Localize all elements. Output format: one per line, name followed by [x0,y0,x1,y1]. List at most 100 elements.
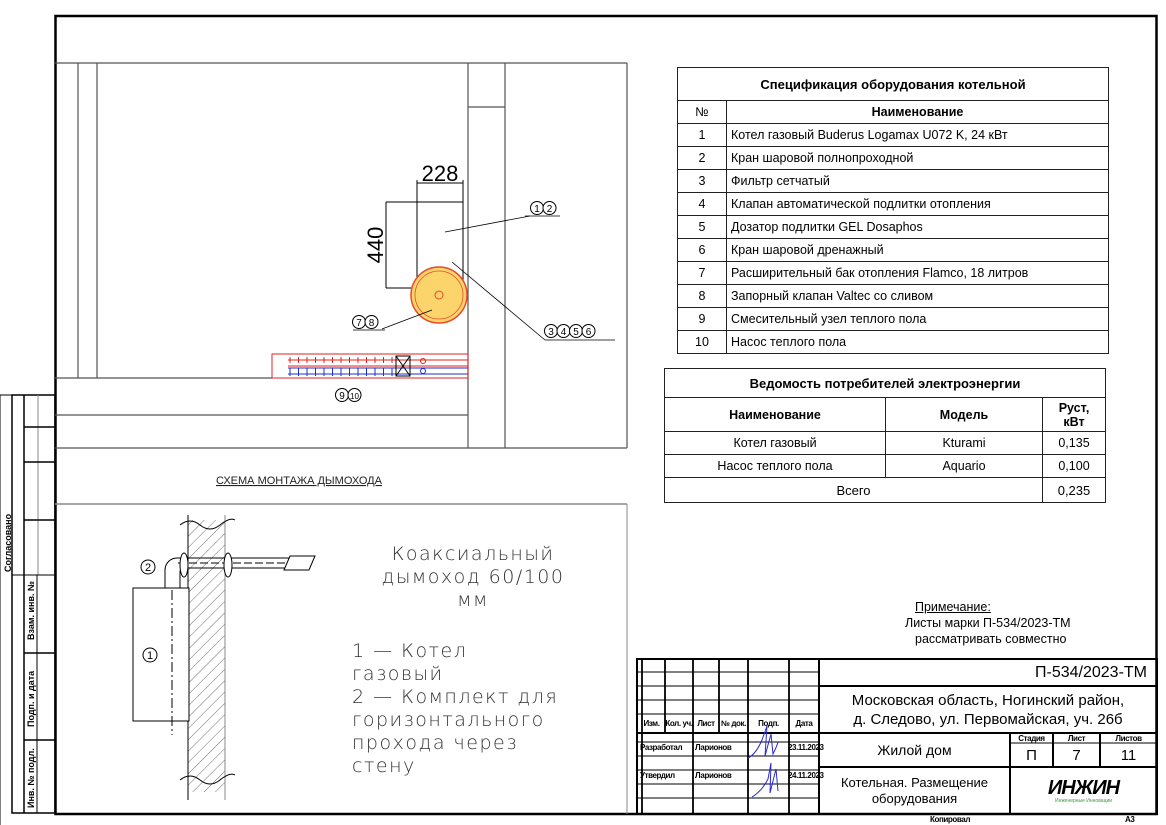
power-header-model: Модель [885,397,1043,432]
callout-number: 7 [356,318,362,329]
developed-role: Разработал [640,743,683,752]
stage-value: П [1026,746,1037,764]
signature-developer [747,725,779,759]
dim-height-label: 440 [363,227,388,264]
note-line: рассматривать совместно [915,632,1067,646]
note: Примечание: Листы марки П-534/2023-ТМ ра… [905,599,1071,647]
spec-row-number: 6 [677,238,727,262]
side-stamp-podp: Подп. и дата [26,670,36,727]
note-heading: Примечание: [915,600,991,614]
sheets-value: 11 [1120,746,1137,764]
spec-row-name: Клапан автоматической подлитки отопления [726,192,1109,216]
expansion-tank [410,266,468,324]
callout-circle [347,388,362,402]
flue-diagram [55,503,628,814]
power-row-model: Kturami [885,431,1043,455]
spec-row-number: 7 [677,261,727,285]
approved-date: 24.11.2023 [788,771,824,780]
side-stamp-frame [0,394,56,825]
power-total-label: Всего [664,477,1043,503]
sheets-label: Листов [1115,733,1142,743]
company-logo: ИНЖИН Инженерные Инновации [1010,767,1157,814]
side-stamp-agreed: Согласовано [3,513,13,572]
spec-row-name: Насос теплого пола [726,330,1109,354]
sheet-title: Котельная. Размещение оборудования [819,767,1010,814]
flue-legend-line: газовый [352,663,444,685]
power-row-power: 0,135 [1042,431,1106,455]
sheet-label: Лист [1067,733,1086,743]
spec-row-number: 3 [677,169,727,193]
spec-row-name: Смесительный узел теплого пола [726,307,1109,331]
flue-legend: 1 — Котел газовый 2 — Комплект для гориз… [352,640,558,778]
object-name: Жилой дом [877,742,952,758]
spec-table-title: Спецификация оборудования котельной [677,67,1109,101]
spec-row-number: 2 [677,146,727,170]
spec-row-name: Котел газовый Buderus Logamax U072 K, 24… [726,123,1109,147]
callout-number: 2 [547,204,553,215]
developed-name: Ларионов [695,743,732,752]
note-line: Листы марки П-534/2023-ТМ [905,616,1071,630]
col-header: № док. [721,719,746,728]
sheet-title-line: оборудования [871,790,958,806]
spec-header-name: Наименование [726,100,1109,124]
spec-row-number: 5 [677,215,727,239]
side-stamp-inv: Инв. № подл. [26,748,36,808]
flue-marker-1: 1 [147,650,153,662]
flue-legend-line: стену [352,755,416,777]
address: Московская область, Ногинский район, д. … [819,686,1157,733]
dim-width-label: 228 [422,161,459,186]
power-row-name: Котел газовый [664,431,886,455]
flue-title-line: Коаксиальный [391,543,555,565]
power-table-title: Ведомость потребителей электроэнергии [664,368,1106,398]
spec-row-name: Фильтр сетчатый [726,169,1109,193]
stage-label: Стадия [1018,733,1045,743]
format-label: А3 [1125,815,1135,824]
callout-number: 6 [586,327,592,338]
callout-number: 4 [561,327,567,338]
power-consumers-table: Ведомость потребителей электроэнергии На… [664,368,1106,503]
col-header: Кол. уч. [665,719,693,728]
sheet-value: 7 [1072,746,1081,764]
spec-row-name: Расширительный бак отопления Flamco, 18 … [726,261,1109,285]
callout-number: 9 [339,391,345,402]
spec-row-number: 10 [677,330,727,354]
power-row-model: Aquario [885,454,1043,478]
col-header: Подп. [758,719,779,728]
spec-row-number: 8 [677,284,727,308]
power-header-power: Руст, кВт [1042,397,1106,432]
spec-row-number: 4 [677,192,727,216]
signature-approver [751,762,779,798]
flue-marker-2: 2 [145,562,151,574]
leader-lines [353,215,615,341]
flue-title-line: мм [457,589,489,611]
callout-number: 5 [573,327,579,338]
power-row-power: 0,100 [1042,454,1106,478]
address-line: д. Следово, ул. Первомайская, уч. 26б [853,710,1123,728]
col-header: Изм. [643,719,660,728]
floor-plan [55,62,628,449]
logo-text: ИНЖИН [1047,776,1120,799]
flue-legend-line: горизонтального [352,709,545,731]
approved-name: Ларионов [695,771,732,780]
address-line: Московская область, Ногинский район, [851,691,1125,709]
flue-legend-line: прохода через [352,732,518,754]
callout-number: 3 [548,327,554,338]
power-header-name: Наименование [664,397,886,432]
document-code: П-534/2023-ТМ [1035,663,1147,681]
spec-row-name: Кран шаровой дренажный [726,238,1109,262]
spec-row-name: Запорный клапан Valtec со сливом [726,284,1109,308]
spec-header-number: № [677,100,727,124]
approved-role: Утвердил [640,771,675,780]
copied-label: Копировал [930,815,971,824]
equipment-spec-table: Спецификация оборудования котельной № На… [677,67,1109,354]
sheet-title-line: Котельная. Размещение [840,774,989,790]
title-block-grid [636,658,1158,815]
callout-circle [581,324,596,338]
